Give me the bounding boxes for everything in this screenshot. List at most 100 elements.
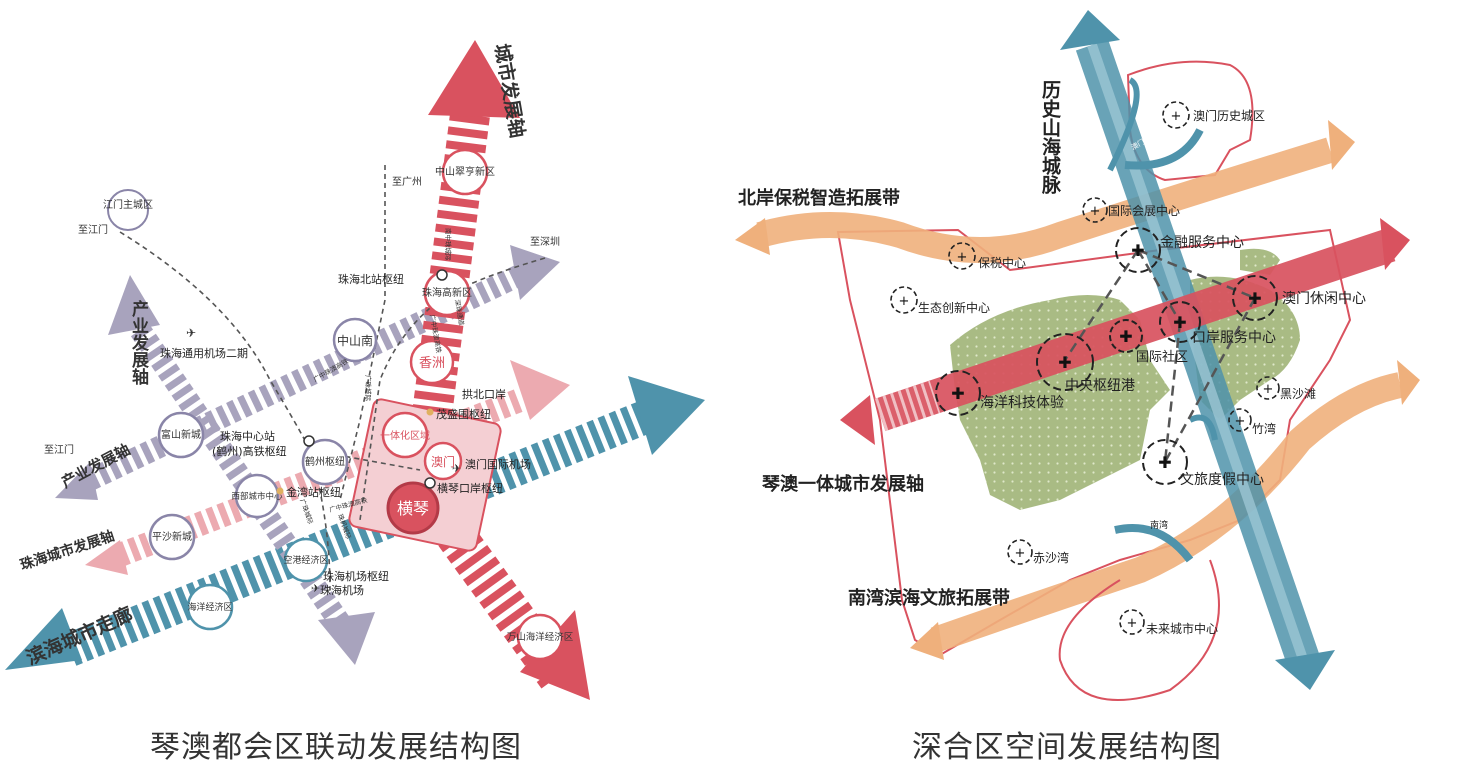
label-culture-tourism: 文旅度假中心 (1180, 472, 1264, 488)
svg-text:✚: ✚ (1131, 241, 1144, 260)
node-xiangzhou (409, 339, 455, 385)
label-haiyang: 海洋经济区 (187, 601, 232, 613)
label-to-guangzhou: 至广州 (392, 176, 422, 188)
label-bonded: 保税中心 (978, 255, 1026, 270)
node-zhuhai-hsr (423, 269, 471, 317)
label-airport: 珠海机场 (320, 583, 364, 597)
train-icon (424, 477, 436, 489)
svg-text:+: + (957, 250, 968, 265)
label-xibu: 西部城市中心 (231, 491, 283, 502)
label-airport-phase2: 珠海通用机场二期 (160, 346, 248, 360)
node-fushan (157, 411, 205, 459)
plus-icon-small: +++ +++ ++ (899, 109, 1274, 631)
airplane-icon: ✈ (186, 326, 196, 340)
label-zhuhai-center-station: 珠海中心站 (220, 429, 275, 443)
qinao-axis (874, 228, 1396, 432)
airplane-icon: ✈ (452, 462, 461, 475)
label-zhongshan-south: 中山南 (337, 333, 373, 348)
coastal-corridor-arrow (5, 376, 705, 670)
label-macau-airport: 澳门国际机场 (465, 457, 531, 471)
label-ocean-tech: 海洋科技体验 (980, 395, 1064, 411)
right-diagram: ✚✚✚ ✚✚✚ ✚ +++ +++ ++ 历史山海城脉 北岸保税智造拓展带 琴澳… (735, 10, 1420, 701)
label-macau-leisure: 澳门休闲中心 (1282, 291, 1366, 307)
label-jinwan: 金湾站枢纽 (286, 485, 341, 499)
label-north-belt: 北岸保税智造拓展带 (738, 187, 900, 209)
blue-arc (1188, 414, 1218, 441)
label-rail-c: 南中珠城际 (444, 228, 453, 261)
svg-text:+: + (1235, 414, 1246, 429)
node-pingsha (148, 513, 196, 561)
svg-text:+: + (1263, 382, 1274, 397)
hub-icon (426, 408, 434, 416)
node-wanshan (516, 613, 564, 661)
svg-text:✚: ✚ (1248, 289, 1261, 308)
svg-text:✚: ✚ (1158, 453, 1171, 472)
label-qinao-axis: 琴澳一体城市发展轴 (762, 473, 924, 495)
label-hengqin-port: 横琴口岸枢纽 (437, 481, 503, 495)
node-zhongshan-cuiheng (441, 148, 489, 196)
label-zhongshan-cuiheng: 中山翠亨新区 (435, 165, 495, 178)
blue-arc (1114, 524, 1194, 563)
label-nanwan-belt: 南湾滨海文旅拓展带 (848, 587, 1010, 609)
label-macau: 澳门 (431, 454, 455, 469)
hub-icon (276, 487, 284, 495)
label-port-service: 口岸服务中心 (1192, 330, 1276, 346)
node-macau (423, 441, 463, 481)
red-loop (1058, 559, 1220, 701)
svg-text:+: + (1171, 109, 1182, 124)
label-hengqin: 横琴 (397, 499, 429, 518)
label-expo: 国际会展中心 (1108, 203, 1180, 218)
label-zhuwan: 竹湾 (1252, 421, 1276, 436)
label-intl-community: 国际社区 (1136, 349, 1188, 365)
left-caption: 琴澳都会区联动发展结构图 (150, 730, 522, 765)
label-heshan-hsr: (鹤州)高铁枢纽 (212, 444, 287, 458)
label-central-hub: 中央枢纽港 (1065, 378, 1135, 394)
label-chisha: 赤沙湾 (1033, 550, 1069, 565)
label-airport-hub: 珠海机场枢纽 (323, 569, 389, 583)
left-diagram: 江门主城区 中山翠亨新区 珠海高新区 中山南 香洲 富山新城 鹤州枢纽 西部城市… (5, 40, 705, 700)
label-gongbei: 拱北口岸 (462, 387, 506, 401)
svg-text:+: + (1015, 546, 1026, 561)
label-rail-h: 广珠城际 (298, 498, 316, 526)
svg-text:✚: ✚ (1058, 353, 1071, 372)
label-pingsha: 平沙新城 (152, 530, 192, 543)
zhuhai-axis-arrow (85, 360, 570, 575)
label-macau-historic: 澳门历史城区 (1193, 108, 1265, 123)
train-icon (436, 269, 448, 281)
label-to-jiangmen-b: 至江门 (44, 443, 74, 456)
label-future-city: 未来城市中心 (1146, 621, 1218, 636)
left-nodes (107, 148, 564, 661)
node-zhongshan-south (332, 317, 378, 363)
right-caption: 深合区空间发展结构图 (912, 730, 1222, 765)
plus-icon: ✚ ✚ ✚ ✚ ✚ ✚ ✚ (951, 241, 1261, 472)
node-kongang (283, 537, 329, 583)
label-zhuhai-hsr: 珠海高新区 (422, 286, 472, 299)
label-finance: 金融服务中心 (1160, 235, 1244, 251)
nanwan-belt (930, 372, 1403, 653)
label-to-jiangmen-a: 至江门 (78, 223, 108, 236)
label-rail-e: 广珠城际 (364, 375, 373, 402)
label-history-vein: 历史山海城脉 (1039, 80, 1062, 195)
node-jiangmen (107, 189, 149, 231)
center-markers (890, 101, 1280, 635)
label-jiangmen: 江门主城区 (103, 198, 153, 211)
node-integration (381, 411, 429, 459)
label-kongang: 空港经济区 (283, 554, 328, 566)
north-belt (756, 137, 1334, 263)
airplane-icon: ✈ (311, 582, 320, 595)
label-wanshan: 万山海洋经济区 (507, 631, 574, 643)
train-icon (303, 435, 315, 447)
label-north-hub: 珠海北站枢纽 (338, 272, 404, 286)
label-xiangzhou: 香洲 (419, 356, 445, 371)
label-heshan: 鹤州枢纽 (305, 455, 345, 468)
node-xibu (234, 473, 280, 519)
svg-text:✚: ✚ (1119, 327, 1132, 346)
label-fushan: 富山新城 (161, 428, 201, 441)
svg-text:✚: ✚ (1173, 313, 1186, 332)
svg-text:+: + (899, 294, 910, 309)
label-nanwan: 南湾 (1150, 519, 1168, 531)
label-industry-axis-v: 产业发展轴 (128, 299, 150, 386)
svg-text:✚: ✚ (951, 384, 964, 403)
node-heshan (301, 438, 349, 486)
